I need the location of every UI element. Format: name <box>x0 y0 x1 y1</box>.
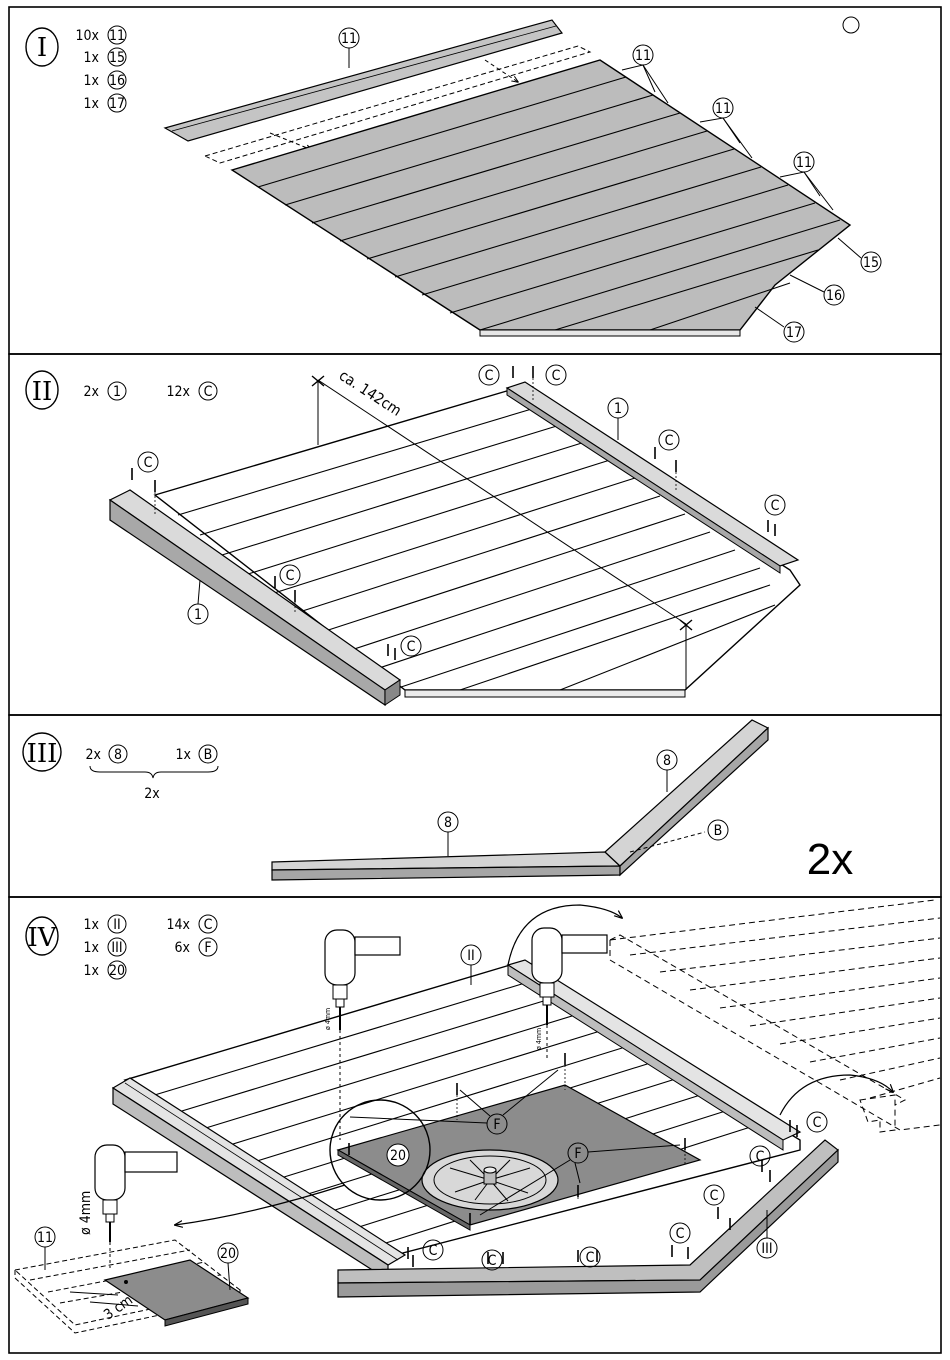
svg-text:11: 11 <box>796 155 812 171</box>
svg-text:11: 11 <box>715 101 731 117</box>
svg-text:C: C <box>286 568 295 584</box>
svg-text:1x: 1x <box>84 50 100 66</box>
svg-text:1x: 1x <box>84 96 100 112</box>
svg-text:C: C <box>204 384 213 400</box>
svg-text:2x: 2x <box>144 786 160 802</box>
svg-text:15: 15 <box>109 50 125 66</box>
svg-text:C: C <box>710 1188 719 1204</box>
svg-text:17: 17 <box>109 96 125 112</box>
svg-text:C: C <box>204 917 213 933</box>
svg-text:III: III <box>761 1241 772 1257</box>
svg-text:C: C <box>552 368 561 384</box>
svg-text:12x: 12x <box>167 384 191 400</box>
svg-text:1x: 1x <box>84 73 100 89</box>
svg-text:11: 11 <box>341 31 357 47</box>
svg-text:17: 17 <box>786 325 802 341</box>
step-number: I <box>37 33 47 63</box>
svg-text:C: C <box>586 1250 595 1266</box>
svg-text:F: F <box>204 940 211 956</box>
svg-text:11: 11 <box>109 28 125 44</box>
svg-text:F: F <box>574 1146 581 1162</box>
svg-text:20: 20 <box>220 1246 236 1262</box>
svg-text:C: C <box>756 1149 765 1165</box>
svg-text:C: C <box>665 433 674 449</box>
svg-text:ø 4mm: ø 4mm <box>324 1008 332 1030</box>
svg-text:C: C <box>813 1115 822 1131</box>
svg-text:2x: 2x <box>84 384 100 400</box>
svg-text:10x: 10x <box>76 28 100 44</box>
svg-text:11: 11 <box>635 48 651 64</box>
svg-text:C: C <box>429 1243 438 1259</box>
svg-text:B: B <box>714 823 723 839</box>
svg-text:III: III <box>111 940 122 956</box>
svg-text:C: C <box>485 368 494 384</box>
svg-text:1x: 1x <box>84 940 100 956</box>
multiplier: 2x <box>807 835 853 884</box>
svg-text:20: 20 <box>390 1148 406 1164</box>
svg-text:2x: 2x <box>86 747 102 763</box>
svg-text:6x: 6x <box>175 940 191 956</box>
svg-text:F: F <box>493 1117 500 1133</box>
step-number: II <box>32 377 53 407</box>
svg-text:C: C <box>488 1253 497 1269</box>
svg-text:8: 8 <box>114 747 122 763</box>
svg-text:1: 1 <box>113 384 121 400</box>
svg-text:ø 4mm: ø 4mm <box>78 1191 94 1235</box>
svg-text:14x: 14x <box>167 917 191 933</box>
step-number: III <box>27 739 58 769</box>
svg-text:II: II <box>113 917 120 933</box>
svg-text:1: 1 <box>614 401 622 417</box>
svg-text:1x: 1x <box>84 963 100 979</box>
svg-text:15: 15 <box>863 255 879 271</box>
svg-text:1: 1 <box>194 607 202 623</box>
svg-text:B: B <box>204 747 213 763</box>
svg-text:ø 4mm: ø 4mm <box>535 1028 543 1050</box>
svg-text:8: 8 <box>444 815 452 831</box>
svg-text:8: 8 <box>663 753 671 769</box>
svg-text:20: 20 <box>109 963 125 979</box>
svg-text:C: C <box>407 639 416 655</box>
step-number: IV <box>27 923 57 953</box>
svg-text:1x: 1x <box>84 917 100 933</box>
svg-text:C: C <box>676 1226 685 1242</box>
svg-text:16: 16 <box>109 73 125 89</box>
svg-text:II: II <box>467 948 474 964</box>
svg-text:1x: 1x <box>176 747 192 763</box>
svg-text:16: 16 <box>826 288 842 304</box>
svg-text:C: C <box>771 498 780 514</box>
svg-text:11: 11 <box>37 1230 53 1246</box>
svg-text:C: C <box>144 455 153 471</box>
